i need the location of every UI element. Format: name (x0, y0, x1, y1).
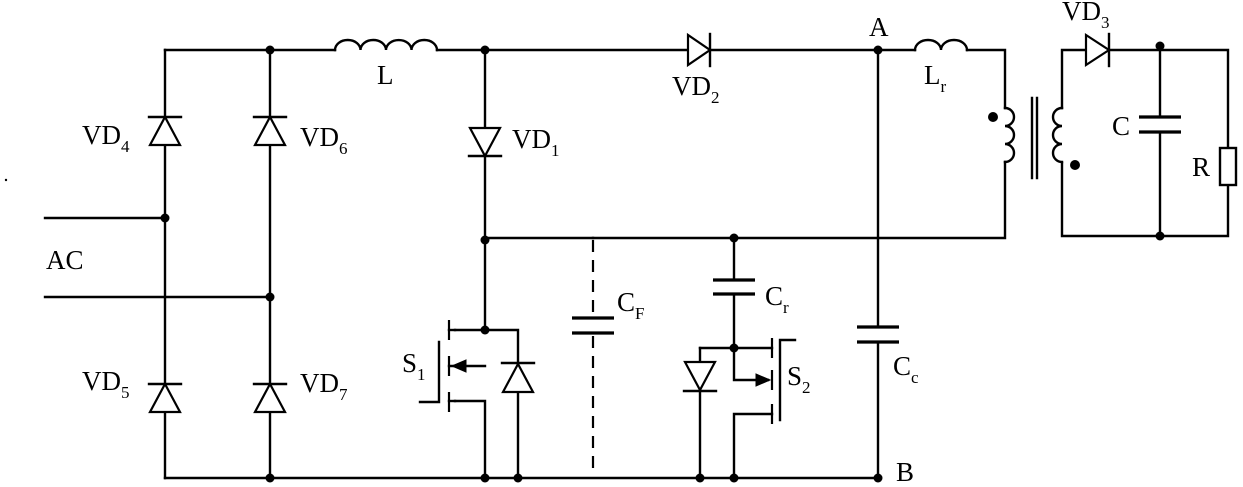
diode-vd3 (1084, 32, 1112, 68)
diode-vd4 (147, 114, 183, 147)
transformer (988, 96, 1080, 180)
label-vd1: VD1 (512, 124, 560, 160)
label-vd3: VD3 (1062, 0, 1110, 32)
diode-s1-body (500, 361, 536, 394)
label-vd2: VD2 (672, 71, 720, 107)
capacitor-cr (713, 278, 755, 296)
labels: AC VD4 VD6 VD5 VD7 VD1 VD2 VD3 L Lr CF C… (46, 0, 1210, 487)
label-node-a: A (869, 12, 889, 42)
label-node-b: B (896, 457, 914, 487)
wires (43, 48, 1230, 480)
capacitor-c (1139, 115, 1181, 134)
mosfet-s2 (755, 338, 797, 424)
label-lr: Lr (924, 60, 947, 96)
junctions (4, 41, 1165, 483)
label-vd7: VD7 (300, 368, 348, 404)
label-s1: S1 (402, 348, 426, 384)
capacitor-cc (857, 325, 899, 344)
label-cc: Cc (893, 351, 919, 387)
diode-vd2 (686, 32, 712, 68)
label-vd6: VD6 (300, 122, 348, 158)
diode-vd1 (467, 126, 503, 159)
label-ac: AC (46, 245, 84, 275)
secondary-polarity-dot (1070, 160, 1080, 170)
mosfet-s1 (418, 320, 487, 412)
diode-s2-body (682, 360, 718, 393)
label-vd5: VD5 (82, 366, 130, 402)
label-s2: S2 (787, 361, 811, 397)
label-vd4: VD4 (82, 120, 130, 156)
diode-vd5 (147, 381, 183, 414)
diode-vd6 (252, 114, 288, 147)
resistor-r (1218, 146, 1238, 187)
label-r: R (1192, 152, 1210, 182)
capacitor-cf (572, 240, 614, 476)
diode-vd7 (252, 381, 288, 414)
inductor-lr (913, 38, 969, 52)
inductor-l (333, 38, 439, 52)
label-c: C (1112, 111, 1130, 141)
label-l: L (377, 60, 394, 90)
label-cr: Cr (765, 281, 789, 317)
primary-polarity-dot (988, 112, 998, 122)
label-cf: CF (617, 287, 644, 323)
